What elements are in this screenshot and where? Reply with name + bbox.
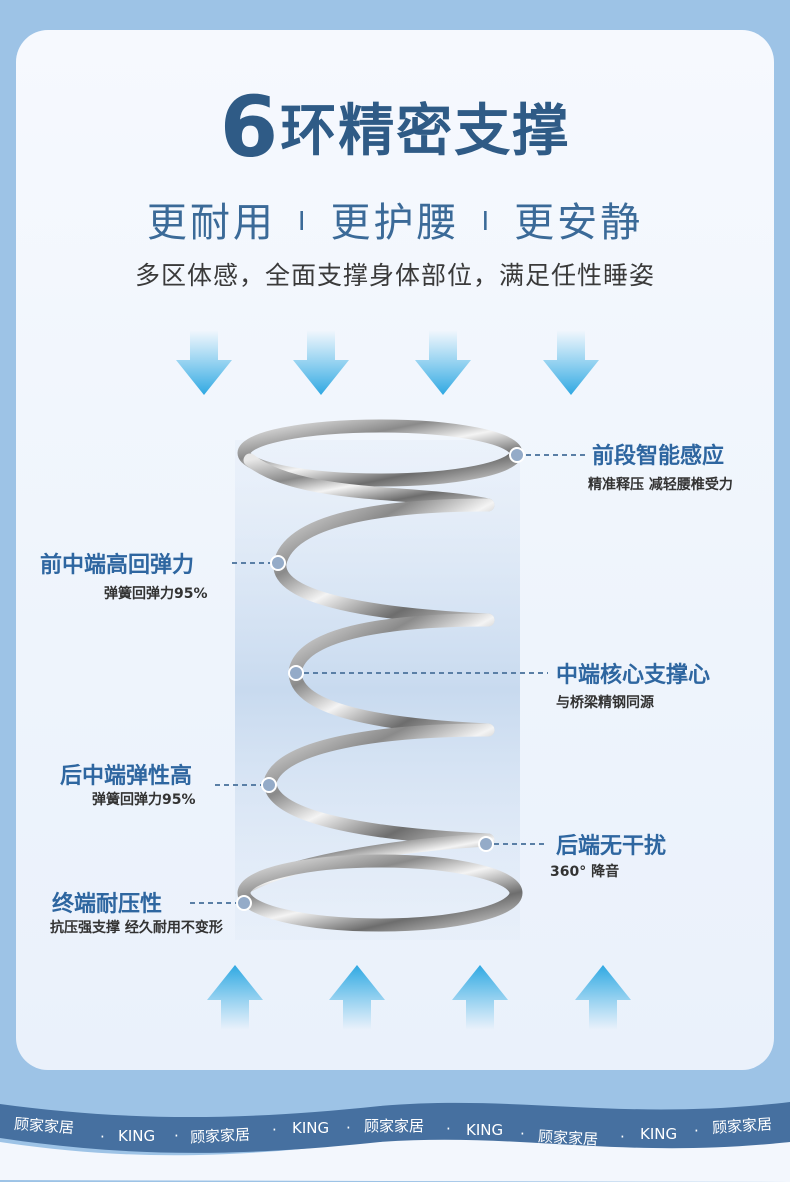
band-dot: · [520,1125,525,1143]
subtitle: 更耐用 I 更护腰 I 更安静 [0,190,790,248]
callout-title: 后端无干扰 [556,834,667,859]
callout-title: 终端耐压性 [52,892,163,917]
callout-desc: 弹簧回弹力95% [92,792,196,808]
up-arrows [207,965,631,1030]
separator: I [297,207,309,237]
title-number: 6 [219,78,281,176]
callout-title: 后中端弹性高 [60,764,193,789]
arrow-down-icon [543,330,599,395]
band-dot: · [100,1128,105,1146]
callout-desc: 与桥梁精钢同源 [556,695,654,711]
band-dot: · [272,1121,277,1139]
arrow-up-icon [329,965,385,1030]
arrow-up-icon [452,965,508,1030]
callout-desc: 360° 降音 [550,864,620,880]
callout-desc: 弹簧回弹力95% [104,586,208,602]
brand-text: 顾家家居 [537,1127,599,1149]
callout-desc: 精准释压 减轻腰椎受力 [588,477,733,493]
brand-band [0,1102,790,1182]
arrow-up-icon [207,965,263,1030]
band-dot: · [174,1127,179,1145]
brand-text: 顾家家居 [189,1125,251,1147]
brand-english: KING [118,1127,156,1145]
brand-english: KING [292,1119,330,1137]
brand-english: KING [466,1121,504,1139]
subtitle-item: 更耐用 [146,200,276,246]
band-dot: · [620,1128,625,1146]
brand-text: 顾家家居 [711,1114,773,1138]
tagline: 多区体感，全面支撑身体部位，满足任性睡姿 [134,261,655,290]
brand-text: 顾家家居 [13,1114,75,1138]
arrow-down-icon [176,330,232,395]
brand-text: 顾家家居 [364,1117,425,1135]
brand-english: KING [640,1125,678,1143]
subtitle-item: 更安静 [514,200,644,246]
callout-dots [236,447,525,911]
callout-desc: 抗压强支撑 经久耐用不变形 [50,920,223,936]
separator: I [481,207,493,237]
subtitle-item: 更护腰 [330,200,460,246]
callout-lines [190,454,585,904]
arrow-up-icon [575,965,631,1030]
page-title: 6环精密支撑 [0,78,790,176]
arrow-down-icon [415,330,471,395]
band-dot: · [694,1122,699,1140]
band-dot: · [346,1119,351,1137]
down-arrows [176,330,599,395]
callout-title: 前段智能感应 [592,444,725,469]
band-dot: · [446,1120,451,1138]
callout-title: 中端核心支撑心 [556,663,711,688]
callout-title: 前中端高回弹力 [40,553,195,578]
arrow-down-icon [293,330,349,395]
title-text: 环精密支撑 [280,99,571,164]
